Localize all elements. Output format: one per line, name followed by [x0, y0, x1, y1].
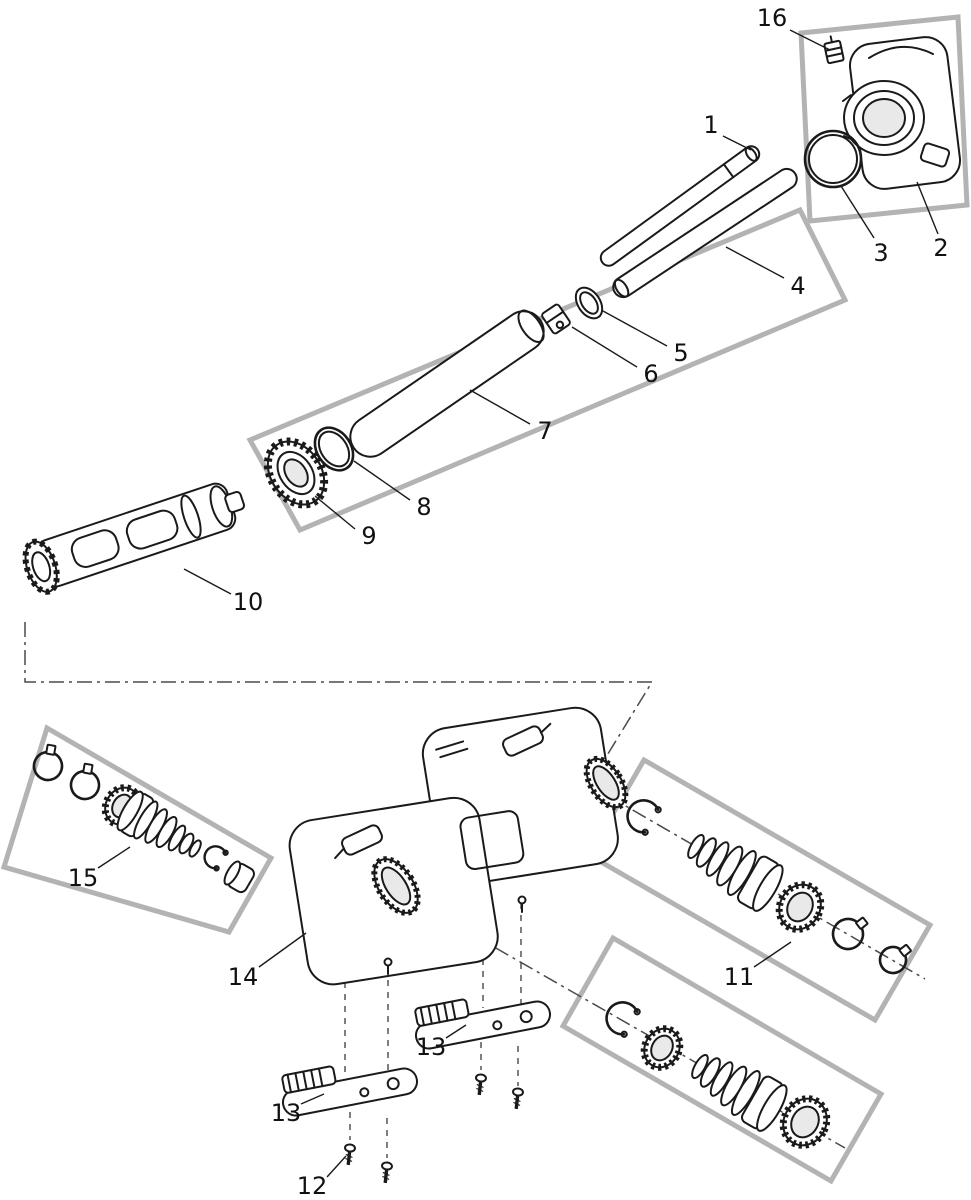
part-label-6: 6: [643, 360, 658, 388]
leader-line-16: [789, 29, 831, 51]
part-label-14: 14: [228, 963, 259, 991]
part-end-cap: [223, 860, 255, 894]
part-circlip: [605, 1001, 641, 1038]
part-lamp-tube: [599, 145, 761, 267]
part-union-nut: [779, 1095, 831, 1149]
leader-line-13-upper: [445, 1024, 467, 1039]
part-housing-body: [288, 706, 629, 986]
part-circlip: [203, 845, 229, 872]
leader-line-8: [353, 460, 411, 501]
leader-line-13-lower: [300, 1093, 325, 1105]
part-label-10: 10: [233, 588, 264, 616]
part-seal-ring: [574, 286, 604, 320]
part-union-nut: [640, 1025, 684, 1071]
part-label-5: 5: [673, 339, 688, 367]
part-label-11: 11: [724, 963, 755, 991]
group-box-quartz-assembly: [246, 206, 849, 534]
leader-line-14: [258, 932, 307, 968]
leader-line-4: [725, 246, 785, 279]
latch-lever: [334, 824, 383, 860]
part-union-nut: [263, 437, 329, 509]
leader-line-1: [722, 135, 752, 151]
group-box-hose-kit-right-lower: [559, 934, 885, 1185]
part-label-15: 15: [68, 864, 99, 892]
part-screw: [475, 1073, 487, 1096]
part-label-16: 16: [757, 4, 788, 32]
part-label-13-lower: 13: [271, 1099, 302, 1127]
leader-line-3: [840, 185, 875, 239]
part-hose-tail: [687, 833, 784, 912]
part-retaining-clip: [823, 35, 845, 65]
part-label-9: 9: [361, 522, 376, 550]
leader-line-15: [97, 846, 131, 869]
leader-line-7: [469, 389, 531, 425]
part-label-4: 4: [790, 272, 805, 300]
part-label-2: 2: [933, 234, 948, 262]
part-clamp-bracket-upper: [414, 998, 551, 1050]
part-screw: [381, 1161, 393, 1184]
part-hose-tail: [116, 790, 202, 858]
leader-line-12: [326, 1155, 347, 1178]
leader-line-11: [753, 941, 792, 968]
hose-kit-right-upper: [626, 799, 912, 975]
outlet-port-left: [371, 856, 421, 916]
part-label-12: 12: [297, 1172, 328, 1200]
part-oring-large: [803, 129, 863, 189]
foot-peg: [383, 957, 393, 975]
latch-lever: [502, 722, 552, 757]
part-hose-clamp: [69, 762, 101, 801]
part-hose-clamp: [878, 943, 912, 975]
part-label-8: 8: [416, 493, 431, 521]
foot-peg: [517, 895, 527, 913]
part-hose-tail: [691, 1053, 788, 1132]
part-inner-tube: [612, 167, 798, 299]
group-box-hose-kit-left: [0, 724, 275, 935]
hose-kit-right-lower: [605, 1001, 831, 1149]
part-hose-clamp: [32, 743, 64, 782]
leader-line-10: [183, 568, 232, 595]
leader-line-9: [314, 495, 356, 530]
hose-kit-left: [32, 743, 255, 894]
leader-line-2: [916, 181, 939, 235]
section-connector-line: [24, 622, 654, 758]
part-label-13-upper: 13: [416, 1033, 447, 1061]
group-boxes: [0, 14, 970, 1185]
leader-line-5: [602, 310, 668, 347]
part-hose-clamp: [831, 916, 869, 951]
part-label-3: 3: [873, 239, 888, 267]
part-label-1: 1: [703, 111, 718, 139]
callouts: 16 1 2 3 4 5 6 7 8 9 10 11 12 13 13 14 1: [68, 4, 949, 1200]
part-rotor-assembly: [22, 482, 246, 595]
part-circlip: [626, 799, 662, 836]
part-quartz-tube: [349, 309, 545, 458]
lower-assembly: [32, 706, 912, 1184]
group-box-head-unit: [798, 14, 970, 224]
part-union-nut: [775, 881, 825, 933]
part-head-unit: [842, 36, 962, 190]
part-label-7: 7: [537, 417, 552, 445]
part-clamp-bracket-lower: [281, 1065, 418, 1117]
part-screw: [512, 1087, 524, 1110]
outlet-port-right: [583, 755, 629, 811]
part-holder-clip: [541, 303, 571, 335]
leader-line-6: [571, 326, 638, 368]
upper-assembly: [22, 35, 962, 595]
part-screw: [344, 1143, 356, 1166]
